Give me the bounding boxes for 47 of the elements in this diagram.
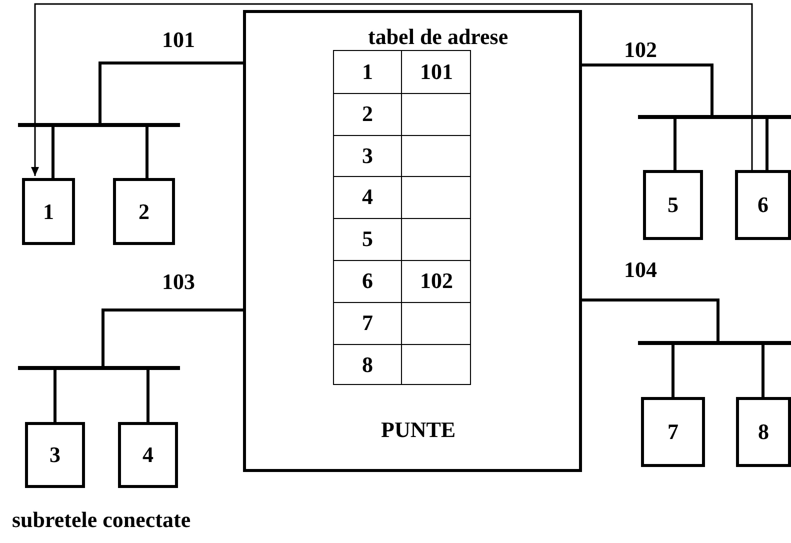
station-number: 8 <box>362 352 373 377</box>
connection-line <box>672 345 674 397</box>
connection-line <box>102 308 243 366</box>
station-number: 4 <box>142 442 154 468</box>
station-box <box>736 397 791 467</box>
station-number: 6 <box>758 192 768 218</box>
connection-line <box>146 370 150 422</box>
bus-bar <box>638 115 791 119</box>
station-number: 1 <box>362 60 373 84</box>
station-box <box>22 178 75 245</box>
connection-line <box>766 119 768 170</box>
station-box <box>641 397 705 467</box>
station-number: 8 <box>758 419 769 445</box>
bus-bar <box>638 341 791 345</box>
connection-line <box>582 64 714 115</box>
caption: subretele conectate <box>12 508 191 532</box>
station-number: 7 <box>362 310 373 335</box>
station-box <box>118 422 178 488</box>
station-number: 7 <box>668 419 678 445</box>
station-number: 4 <box>362 185 373 210</box>
connection-line <box>762 345 764 397</box>
arrow <box>31 3 753 176</box>
connection-line <box>146 127 148 178</box>
connection-line <box>98 62 243 123</box>
station-number: 5 <box>362 227 373 252</box>
station-number: 3 <box>50 442 60 468</box>
station-number: 6 <box>362 269 373 293</box>
bus-bar <box>18 123 180 127</box>
station-number: 3 <box>362 144 373 168</box>
port-number: 102 <box>420 269 453 293</box>
port-number: 101 <box>420 60 453 84</box>
station-box <box>113 178 175 245</box>
station-number: 1 <box>43 198 54 224</box>
station-number: 2 <box>138 198 150 224</box>
station-box <box>25 422 85 488</box>
station-number: 5 <box>668 192 678 218</box>
bus-bar <box>18 366 180 370</box>
bridge-label: PUNTE <box>381 418 456 442</box>
bridge-box <box>243 10 582 472</box>
station-box <box>735 170 791 240</box>
connection-line <box>674 119 676 170</box>
connection-line <box>52 127 54 178</box>
station-box <box>643 170 703 240</box>
connection-line <box>582 298 720 341</box>
table-title: tabel de adrese <box>368 25 508 49</box>
station-number: 2 <box>362 102 373 126</box>
connection-line <box>54 370 56 422</box>
